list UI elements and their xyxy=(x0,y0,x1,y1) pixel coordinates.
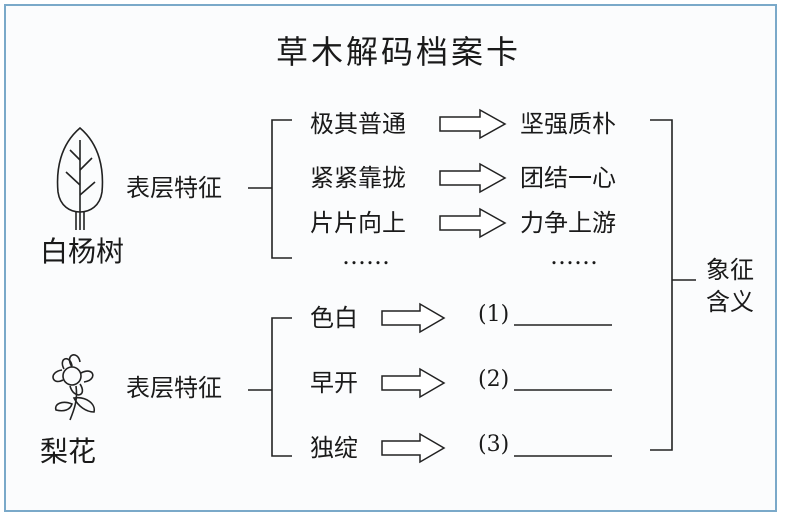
pear-blank-number: (2) xyxy=(478,367,510,392)
poplar-feature-label: 表层特征 xyxy=(126,174,222,202)
poplar-trait: 片片向上 xyxy=(310,209,406,237)
symbol-label-line1: 象征 xyxy=(706,256,754,284)
arrow-icon xyxy=(439,207,507,239)
archive-card xyxy=(4,4,777,512)
arrow-icon xyxy=(439,162,507,194)
pear-name: 梨花 xyxy=(40,435,97,468)
pear-trait: 独绽 xyxy=(310,434,358,462)
poplar-meaning-ellipsis: …… xyxy=(550,242,598,270)
symbol-label-line2: 含义 xyxy=(706,288,754,316)
pear-feature-label: 表层特征 xyxy=(126,374,222,402)
pear-blank-number: (1) xyxy=(478,302,510,327)
poplar-meaning: 力争上游 xyxy=(520,209,616,237)
poplar-tree-icon xyxy=(56,126,104,230)
arrow-icon xyxy=(381,302,446,334)
poplar-trait: 极其普通 xyxy=(310,110,406,138)
arrow-icon xyxy=(381,367,446,399)
poplar-name: 白杨树 xyxy=(40,235,125,268)
pear-blossom-icon xyxy=(52,354,96,421)
poplar-meaning: 坚强质朴 xyxy=(520,110,616,138)
pear-blank-number: (3) xyxy=(478,432,510,457)
card-title: 草木解码档案卡 xyxy=(276,33,522,71)
pear-trait: 早开 xyxy=(310,369,358,397)
poplar-meaning: 团结一心 xyxy=(520,164,616,192)
poplar-trait: 紧紧靠拢 xyxy=(310,164,406,192)
arrow-icon xyxy=(439,108,507,140)
poplar-trait-ellipsis: …… xyxy=(342,242,390,270)
pear-trait: 色白 xyxy=(310,304,358,332)
arrow-icon xyxy=(381,432,446,464)
